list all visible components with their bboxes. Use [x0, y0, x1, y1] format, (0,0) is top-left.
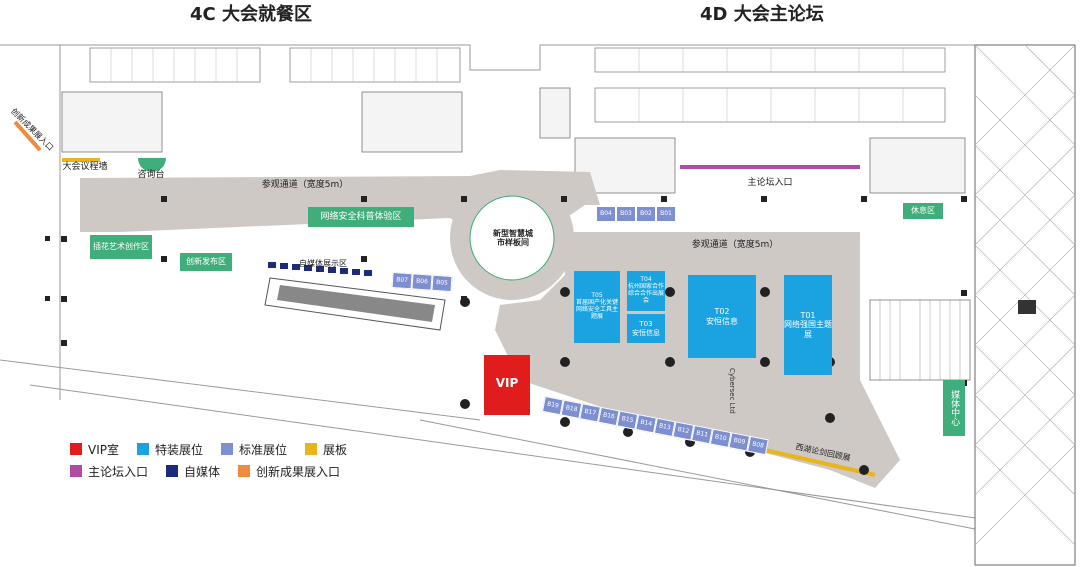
legend-item-innovation: 创新成果展入口 — [238, 463, 340, 480]
legend-item-standard: 标准展位 — [221, 441, 287, 458]
legend-swatch-vip — [70, 443, 82, 455]
booth-b02: B02 — [636, 206, 656, 222]
legend-swatch-forum-entry — [70, 465, 82, 477]
meeting-wall-bar — [62, 158, 100, 162]
xihu-wall-bar — [764, 448, 876, 477]
booth-b03: B03 — [616, 206, 636, 222]
booth-b08: B08 — [747, 435, 769, 456]
booth-t01: T01 网络强国主题展 — [784, 275, 832, 375]
forum-entry-label: 主论坛入口 — [747, 178, 793, 188]
legend-swatch-media — [166, 465, 179, 477]
rest-zone: 休息区 — [903, 203, 943, 219]
visit-aisle-label-1: 参观通道（宽度5m） — [261, 180, 349, 190]
legend-swatch-standard — [221, 443, 234, 455]
booth-t05: T05 首届国产化关键网络安全工具主题展 — [574, 271, 620, 343]
building-outline — [0, 44, 991, 531]
booth-t04: T04 杭州国家合作综合合作出展会 — [627, 271, 665, 311]
booth-b05: B05 — [431, 274, 453, 293]
hall-4d-title: 4D 大会主论坛 — [700, 4, 824, 25]
legend-swatch-innovation — [238, 465, 251, 477]
art-zone: 插花艺术创作区 — [90, 235, 152, 259]
vip-label: VIP — [495, 376, 519, 391]
legend-item-media: 自媒体 — [166, 463, 220, 480]
booth-t02-code: T02 — [714, 307, 730, 317]
launch-zone: 创新发布区 — [180, 253, 232, 271]
legend-item-vip: VIP室 — [70, 441, 119, 458]
legend-label-special: 特装展位 — [155, 442, 204, 457]
legend-label-board: 展板 — [323, 442, 348, 457]
visit-aisle-label-2: 参观通道（宽度5m） — [691, 240, 779, 250]
meeting-wall-label: 大会议程墙 — [62, 162, 108, 172]
booth-b07: B07 — [391, 271, 413, 290]
innovation-entry-bar — [13, 120, 42, 152]
consult-desk — [138, 158, 166, 172]
consult-label: 咨询台 — [137, 170, 165, 180]
escalator-left — [264, 277, 446, 331]
booth-t05-code: T05 — [591, 292, 603, 300]
legend-label-forum-entry: 主论坛入口 — [88, 464, 149, 479]
booth-b04: B04 — [596, 206, 616, 222]
booth-t04-name: 杭州国家合作综合合作出展会 — [627, 283, 664, 304]
media-center: 媒体中心 — [943, 380, 965, 436]
booth-t03: T03 安恒信息 — [627, 314, 665, 343]
legend-swatch-board — [305, 443, 318, 455]
legend-row-2: 主论坛入口 自媒体 创新成果展入口 — [70, 460, 365, 482]
legend-label-standard: 标准展位 — [239, 442, 288, 457]
legend-label-media: 自媒体 — [184, 464, 221, 479]
legend-item-forum-entry: 主论坛入口 — [70, 463, 148, 480]
smart-city-label: 新型智慧城市样板间 — [493, 228, 533, 247]
booth-t02-name: 安恒信息 — [706, 316, 738, 326]
vip-room — [484, 355, 530, 415]
booth-b01: B01 — [656, 206, 676, 222]
table-grid — [89, 47, 946, 123]
stair-cores — [61, 87, 966, 194]
media-zone-label: 自媒体展示区 — [299, 259, 347, 268]
atrium-structure — [974, 44, 1076, 566]
legend-swatch-special — [137, 443, 149, 455]
booth-t05-name: 首届国产化关键网络安全工具主题展 — [575, 299, 618, 320]
forum-entry-bar — [680, 165, 860, 169]
legend-label-vip: VIP室 — [88, 442, 119, 457]
legend: VIP室 特装展位 标准展位 展板 主论坛入口 自媒体 创新成果展入口 — [70, 438, 365, 482]
legend-label-innovation: 创新成果展入口 — [256, 464, 341, 479]
booth-t01-name: 网络强国主题展 — [784, 320, 832, 339]
legend-item-special: 特装展位 — [137, 441, 203, 458]
booth-t03-name: 安恒信息 — [632, 328, 660, 337]
legend-row-1: VIP室 特装展位 标准展位 展板 — [70, 438, 365, 460]
hall-4c-title: 4C 大会就餐区 — [190, 4, 313, 25]
booth-b06: B06 — [411, 273, 433, 291]
legend-item-board: 展板 — [305, 441, 347, 458]
media-strip — [268, 262, 372, 276]
security-experience-zone: 网络安全科普体验区 — [308, 207, 414, 227]
standard-booths-top: B04 B03 B02 B01 — [596, 206, 676, 222]
booth-t01-code: T01 — [800, 311, 816, 321]
booth-t02: T02 安恒信息 — [688, 275, 756, 358]
table-grid-lines — [110, 48, 904, 122]
booth-t03-code: T03 — [639, 320, 653, 329]
booth-name-cybersec: Cybersec Ltd — [728, 368, 736, 414]
booth-t04-code: T04 — [640, 276, 652, 284]
